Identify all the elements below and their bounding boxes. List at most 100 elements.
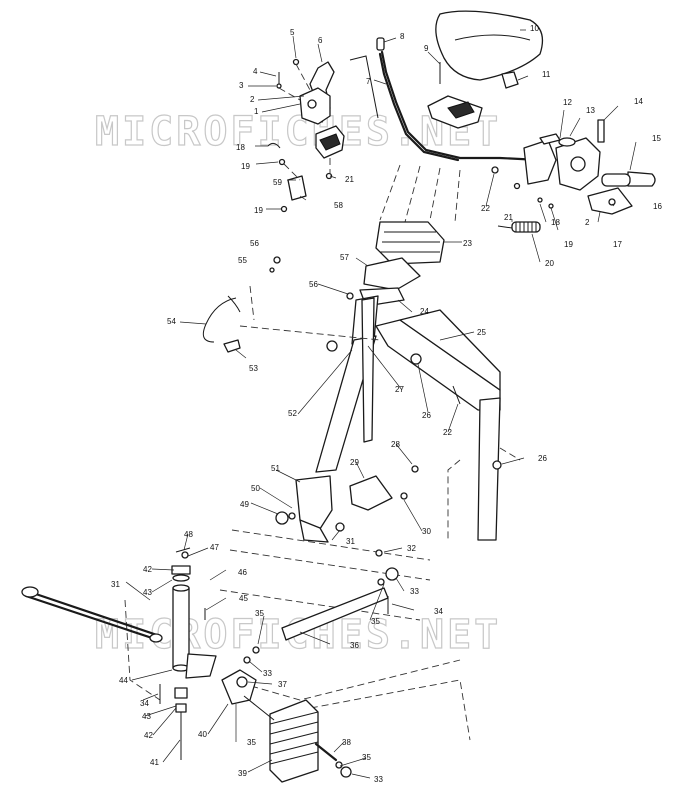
callout-c-56b: 56	[309, 280, 318, 289]
callout-c-3: 3	[239, 81, 244, 90]
part-44-arm	[185, 653, 217, 679]
part-52-post-inner	[361, 297, 375, 443]
callout-c-1: 1	[254, 107, 259, 116]
part-19-screw	[278, 158, 286, 166]
part-23-boot	[375, 221, 445, 265]
callout-c-26b: 26	[538, 454, 547, 463]
callout-c-41: 41	[150, 758, 159, 767]
callout-c-37: 37	[278, 680, 287, 689]
part-15-grip-end	[627, 171, 656, 187]
callout-c-29: 29	[350, 458, 359, 467]
callout-c-28: 28	[391, 440, 400, 449]
part-throttle-housing-a	[523, 139, 557, 185]
callout-c-31a: 31	[346, 537, 355, 546]
handlebar-assembly	[349, 10, 544, 223]
callout-c-50: 50	[251, 484, 260, 493]
callout-c-34b: 34	[140, 699, 149, 708]
part-35-nut-b	[252, 646, 260, 654]
callout-c-35c: 35	[247, 738, 256, 747]
callout-c-54: 54	[167, 317, 176, 326]
part-21-screw-b	[513, 182, 521, 190]
part-7-handlebar	[380, 50, 542, 162]
callout-c-57: 57	[340, 253, 349, 262]
left-lever-assembly	[267, 58, 345, 213]
callout-c-35b: 35	[371, 617, 380, 626]
callout-c-52: 52	[288, 409, 297, 418]
part-56-nut	[273, 256, 281, 264]
part-29-plate	[349, 475, 393, 511]
part-35-nut	[377, 578, 385, 586]
part-14-bolt	[597, 119, 605, 143]
callout-c-40: 40	[198, 730, 207, 739]
part-21-screw	[325, 172, 333, 180]
part-44-spindle	[172, 587, 190, 669]
part-28-bolt	[411, 465, 419, 473]
callout-c-18b: 18	[551, 218, 560, 227]
part-16-screw	[608, 198, 616, 206]
callout-c-58: 58	[334, 201, 343, 210]
part-32-bolt	[375, 549, 383, 557]
callout-c-15: 15	[652, 134, 661, 143]
part-15-grip	[601, 173, 631, 187]
callout-c-5: 5	[290, 28, 295, 37]
callout-c-33c: 33	[374, 775, 383, 784]
part-40-arm	[221, 669, 257, 705]
part-48-pin	[175, 547, 191, 553]
callout-c-8: 8	[400, 32, 405, 41]
callout-c-2b: 2	[585, 218, 590, 227]
part-18-spring	[267, 142, 281, 149]
part-tie-rod-end-left	[21, 586, 39, 598]
part-43-washer-b	[174, 687, 188, 699]
callout-c-26a: 26	[422, 411, 431, 420]
callout-c-30: 30	[422, 527, 431, 536]
callout-c-42b: 42	[144, 731, 153, 740]
part-35-nut-c	[335, 761, 343, 769]
leader-lines	[125, 29, 637, 779]
callout-c-19c: 19	[564, 240, 573, 249]
part-11-clip	[501, 71, 519, 89]
part-26-nut-b	[492, 460, 502, 470]
callout-c-27: 27	[395, 385, 404, 394]
part-53-pin	[223, 339, 241, 353]
part-49-nut	[275, 511, 289, 525]
part-22-pin	[452, 385, 461, 405]
callout-c-10: 10	[530, 24, 539, 33]
part-13-cap	[558, 137, 576, 147]
callout-c-45: 45	[239, 594, 248, 603]
callout-c-24: 24	[420, 307, 429, 316]
part-55-washer	[269, 267, 275, 273]
part-33-rod-end	[385, 567, 399, 581]
callout-c-4: 4	[253, 67, 258, 76]
part-30-bolt	[400, 492, 408, 500]
callout-c-21a: 21	[345, 175, 354, 184]
callout-c-19a: 19	[241, 162, 250, 171]
part-58-bracket	[287, 175, 307, 201]
callout-c-46: 46	[238, 568, 247, 577]
part-47-pin	[181, 551, 189, 559]
callout-c-7: 7	[366, 77, 371, 86]
part-19-washer	[548, 203, 554, 209]
steering-column	[202, 221, 521, 543]
callout-c-2a: 2	[250, 95, 255, 104]
part-22-screw	[491, 166, 499, 174]
part-43-washer	[172, 574, 190, 582]
callout-c-49: 49	[240, 500, 249, 509]
callout-c-11: 11	[542, 70, 551, 79]
callout-c-31b: 31	[111, 580, 120, 589]
callout-c-16: 16	[653, 202, 662, 211]
callout-c-13: 13	[586, 106, 595, 115]
callout-c-22b: 22	[443, 428, 452, 437]
callout-c-47: 47	[210, 543, 219, 552]
callout-c-18a: 18	[236, 143, 245, 152]
callout-c-32: 32	[407, 544, 416, 553]
part-12-shim	[539, 133, 561, 145]
callout-c-59: 59	[273, 178, 282, 187]
callout-c-35d: 35	[362, 753, 371, 762]
part-39-boot	[269, 699, 319, 783]
part-51-bracket	[295, 475, 333, 533]
part-42-nut	[171, 565, 191, 575]
part-42-nut-b	[175, 703, 187, 713]
callout-c-56a: 56	[250, 239, 259, 248]
part-57-plate	[363, 257, 421, 291]
callout-c-17: 17	[613, 240, 622, 249]
